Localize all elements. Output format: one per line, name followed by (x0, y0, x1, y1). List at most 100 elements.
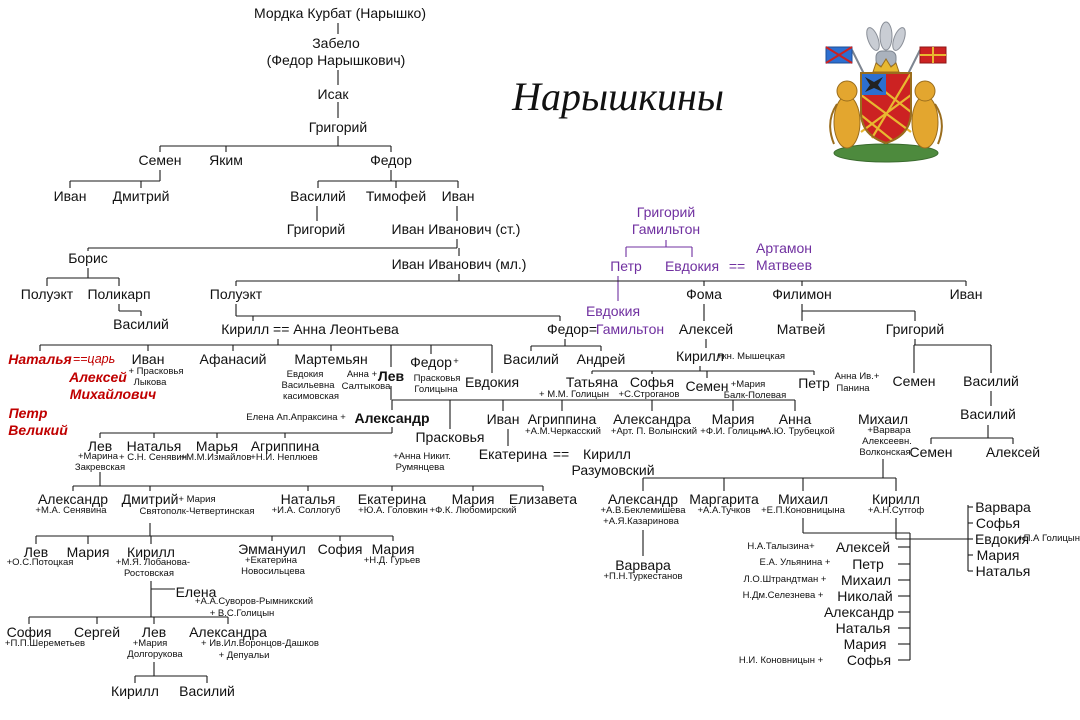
person-name: Марья (195, 438, 239, 454)
shield-icon (860, 72, 912, 145)
spouse-label: +П.А Голицын (1018, 533, 1080, 544)
person-name: Мария (843, 636, 887, 652)
spouse-label: +Арт. П. Волынский (610, 426, 698, 437)
person-name: Мартемьян (294, 351, 368, 367)
spouse-label: Долгорукова (127, 649, 183, 660)
person-name: Николай (837, 588, 893, 604)
person-name: Лев (87, 438, 113, 454)
person-name: Кирилл == Анна Леонтьева (221, 321, 399, 337)
person-name: Кирилл (872, 491, 920, 507)
spouse-label: Прасковья (413, 373, 461, 384)
person-name: Андрей (576, 351, 626, 367)
spouse-label: +М.М.Измайлов (180, 452, 252, 463)
spouse-label: +Ю.А. Головкин (358, 505, 428, 516)
spouse-label: + Мария (178, 494, 216, 505)
spouse-label: + С.Н. Сенявин (119, 452, 187, 463)
spouse-label: Анна + (346, 369, 378, 380)
person-name: ==царь (72, 352, 116, 366)
person-name: Алексей (678, 321, 734, 337)
person-name: Исак (317, 86, 349, 102)
person-name: Григорий (885, 321, 945, 337)
person-name: Мария (711, 411, 755, 427)
spouse-label: +П.П.Шереметьев (4, 638, 86, 649)
person-name: Мария (66, 544, 110, 560)
person-name: Сергей (73, 624, 121, 640)
spouse-label: Лыкова (133, 377, 167, 388)
person-name: Лев (377, 368, 405, 384)
person-name: Евдокия (664, 258, 720, 274)
person-name: Гамильтон (595, 321, 665, 337)
spouse-label: Елена Ап.Апраксина + (246, 412, 346, 423)
person-name: Наталья (8, 351, 72, 367)
person-name: Михайлович (69, 386, 157, 402)
spouse-label: Салтыкова (341, 381, 391, 392)
spouse-label: +П.Н.Туркестанов (603, 571, 683, 582)
person-name: Лев (141, 624, 167, 640)
spouse-label: Н.А.Талызина+ (747, 541, 815, 552)
person-name: Петр (852, 556, 884, 572)
person-name: Наталья (126, 438, 182, 454)
person-name: Григорий (636, 204, 696, 220)
spouse-label: Анна Ив.+ (834, 371, 880, 382)
plume-crest-icon (866, 21, 906, 51)
person-name: Евдокия (464, 374, 520, 390)
spouse-label: Новосильцева (241, 566, 305, 577)
spouse-label: +А.Ю. Трубецкой (759, 426, 835, 437)
person-name: Семен (138, 152, 182, 168)
person-name: Лев (23, 544, 49, 560)
person-name: Александр (607, 491, 679, 507)
person-name: Разумовский (571, 462, 655, 478)
lion-supporter-right-icon (911, 80, 943, 149)
person-name: Варвара (615, 557, 671, 573)
page-title: Нарышкины (512, 74, 724, 119)
person-name: Семен (685, 378, 729, 394)
person-name: Гамильтон (631, 221, 701, 237)
person-name: София (6, 624, 52, 640)
person-name: Александра (189, 624, 267, 640)
coat-of-arms (825, 21, 947, 163)
spouse-label: +Ф.К. Любомирский (429, 505, 517, 516)
person-name: Филимон (772, 286, 832, 302)
spouse-label: Балк-Полевая (723, 390, 787, 401)
person-name: Александр (354, 410, 430, 426)
spouse-label: Святополк-Четвертинская (139, 506, 255, 517)
spouse-label: Голицына (414, 384, 458, 395)
person-name: Прасковья (415, 429, 485, 445)
person-name: Борис (68, 250, 108, 266)
spouse-label: +М.Я. Лобанова- (115, 557, 191, 568)
person-name: Алексей (835, 539, 891, 555)
spouse-label: + М.М. Голицын (539, 389, 609, 400)
person-name: Иван (131, 351, 165, 367)
spouse-label: +И.А. Соллогуб (271, 505, 341, 516)
person-name: == (728, 258, 746, 274)
person-name: Афанасий (199, 351, 267, 367)
spouse-label: Закревская (74, 462, 126, 473)
person-name: Евдокия (974, 531, 1030, 547)
person-name: Наталья (835, 620, 891, 636)
person-name: Маргарита (689, 491, 759, 507)
person-name: Матвеев (756, 257, 812, 273)
person-name: Кирилл (676, 348, 724, 364)
spouse-label: Ростовская (124, 568, 174, 579)
person-name: Федор= (546, 321, 598, 337)
person-name: (Федор Нарышкович) (266, 52, 406, 68)
person-name: Софья (846, 652, 892, 668)
person-name: Анна (778, 411, 812, 427)
person-name: Мария (371, 541, 415, 557)
person-name: Василий (503, 351, 559, 367)
spouse-label: Евдокия (286, 369, 324, 380)
person-name: Екатерина (357, 491, 427, 507)
person-name: Василий (179, 683, 235, 699)
spouse-label: Панина (836, 383, 870, 394)
spouse-label: +О.С.Потоцкая (6, 557, 74, 568)
person-name: Алексей (69, 369, 127, 385)
spouse-label: Алексеевн. (862, 436, 912, 447)
spouse-label: +А.А.Тучков (697, 505, 751, 516)
person-name: Василий (963, 373, 1019, 389)
person-name: Мордка Курбат (Нарышко) (254, 5, 426, 21)
person-name: Агриппина (527, 411, 597, 427)
spouse-label: +Н.Д. Гурьев (363, 555, 421, 566)
lion-supporter-left-icon (829, 80, 861, 149)
